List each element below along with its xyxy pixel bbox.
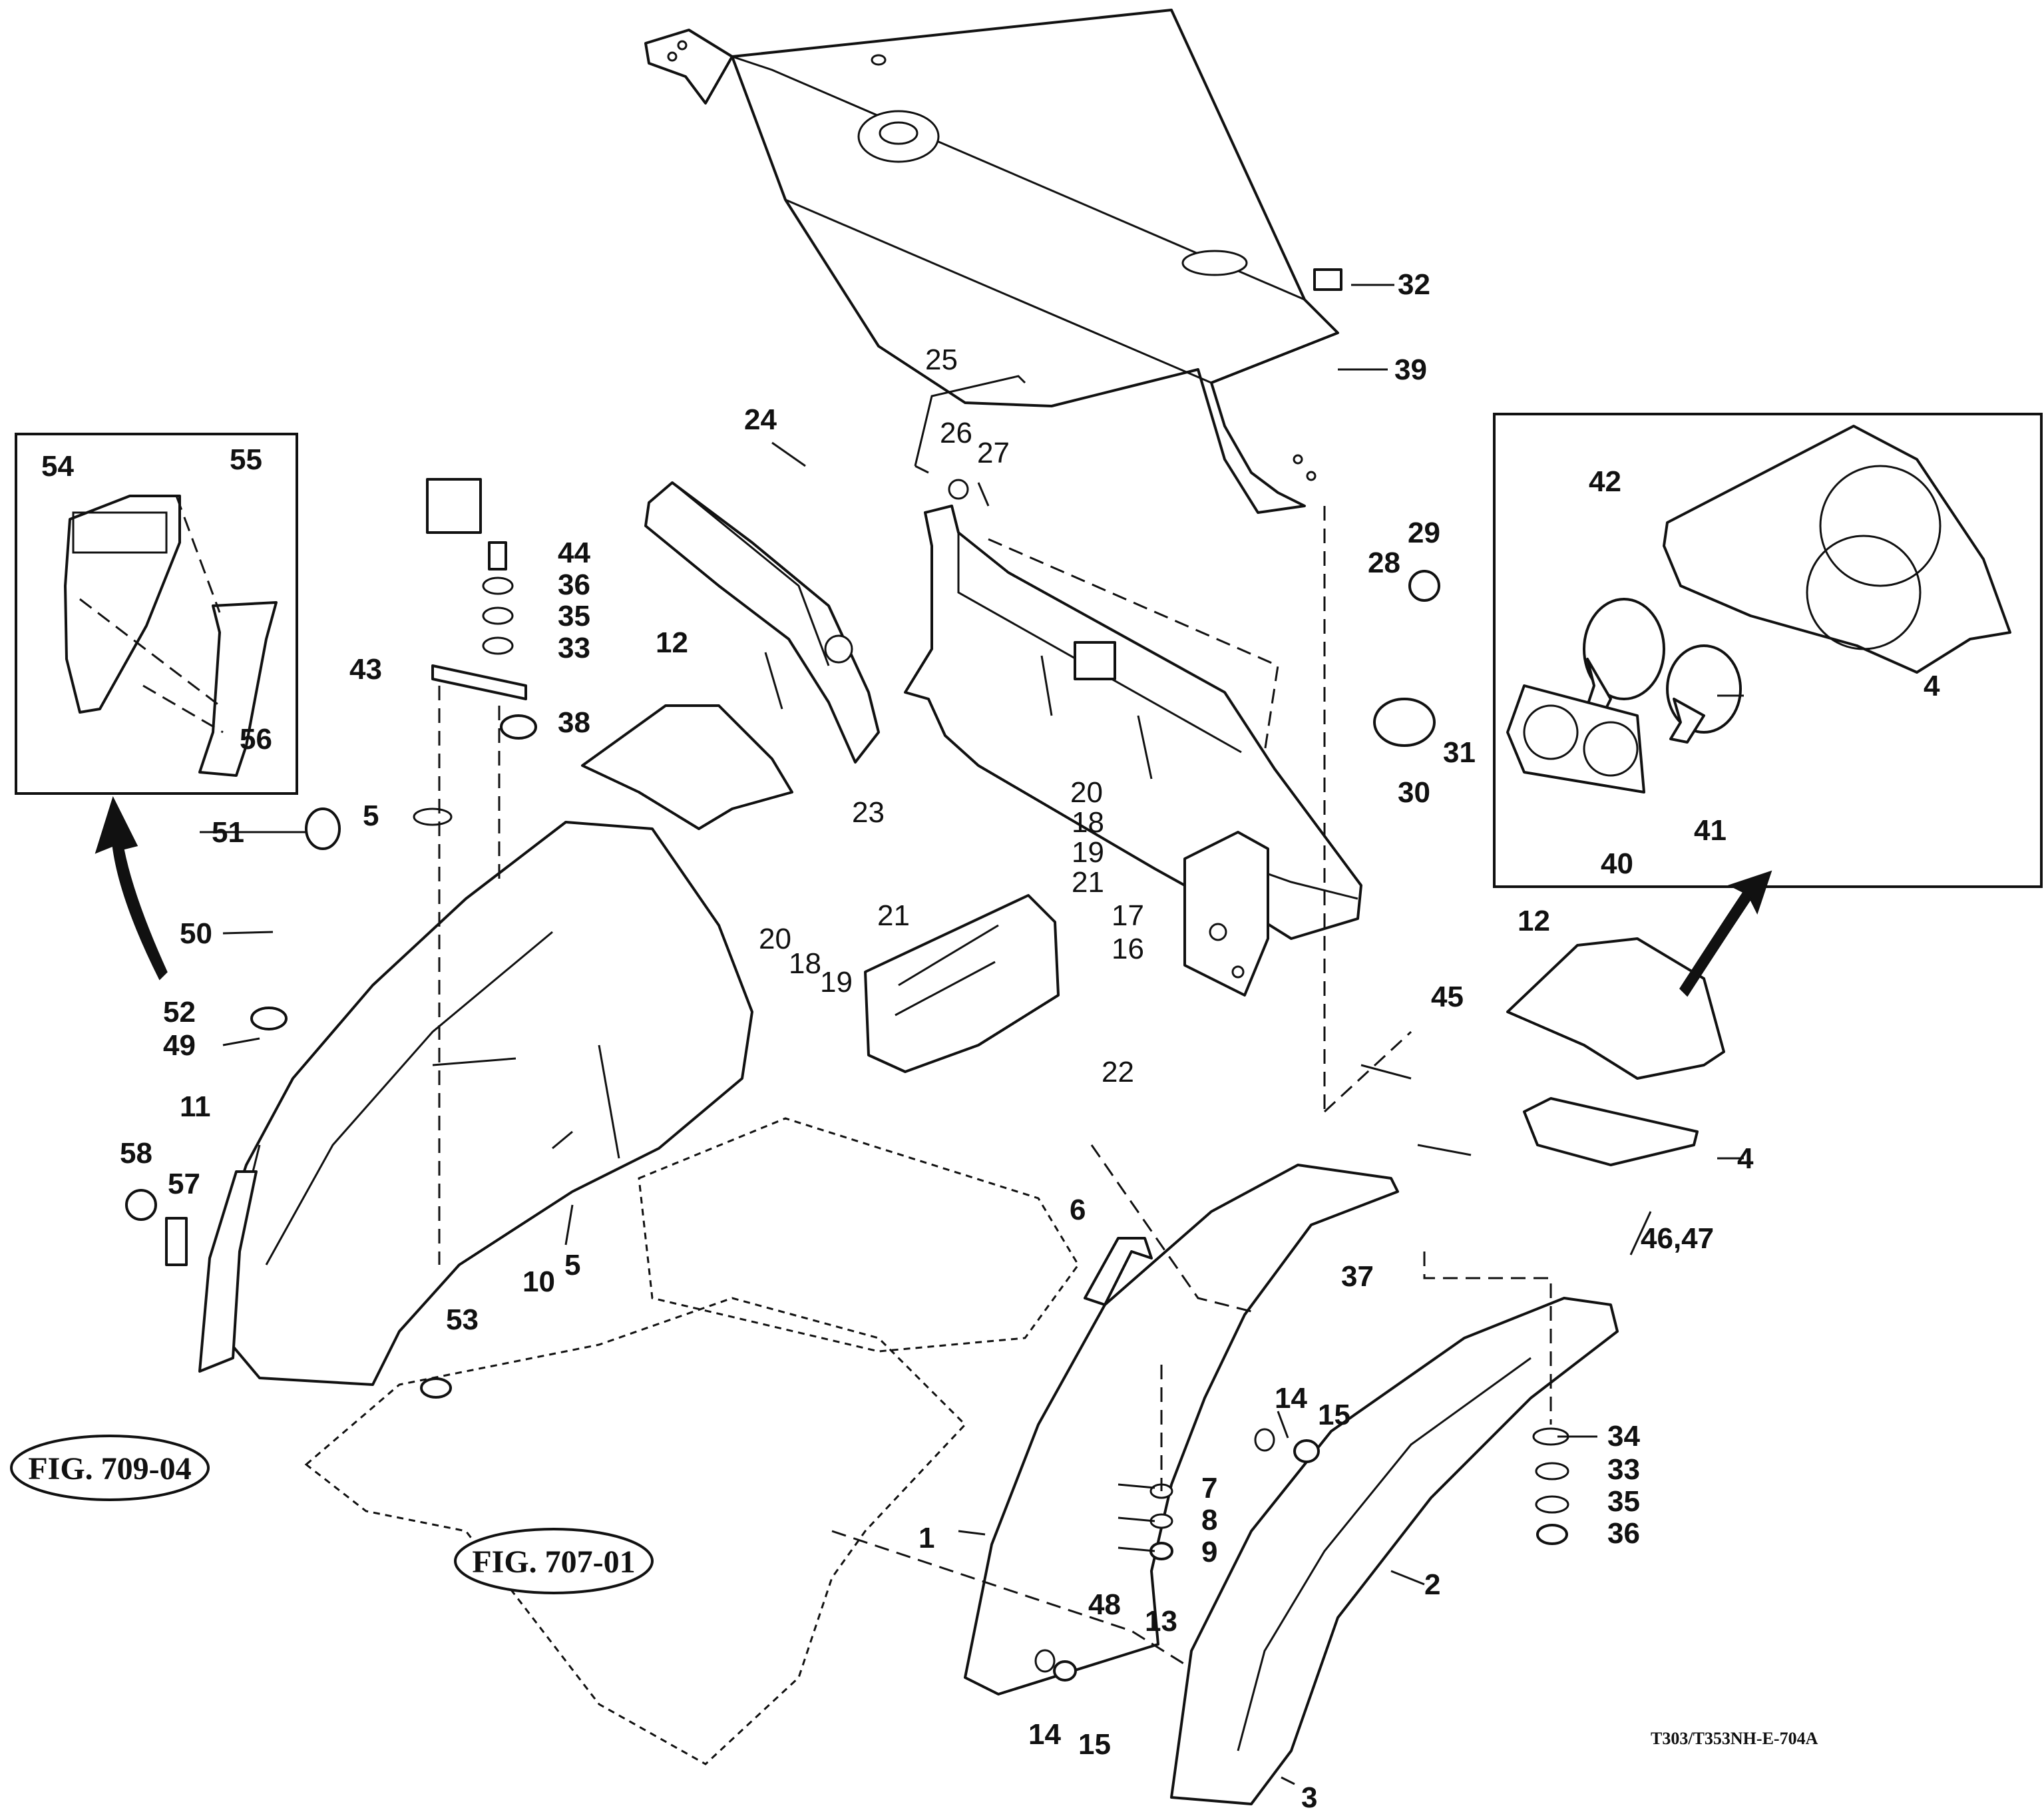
- callout-35a: 35: [558, 600, 590, 632]
- callout-36a: 36: [558, 569, 590, 601]
- callout-7: 7: [1201, 1472, 1217, 1504]
- leader-lines: [200, 284, 1744, 1785]
- callout-18b: 18: [789, 947, 821, 980]
- callout-20b: 20: [759, 923, 791, 955]
- callout-42: 42: [1589, 465, 1621, 498]
- lamp-unit-41: [1666, 644, 1742, 744]
- callout-1: 1: [919, 1522, 934, 1554]
- callout-56: 56: [240, 723, 272, 756]
- callout-15a: 15: [1318, 1399, 1350, 1431]
- callout-2: 2: [1424, 1568, 1440, 1601]
- left-fender: [198, 821, 753, 1386]
- callout-8: 8: [1201, 1504, 1217, 1536]
- callout-27: 27: [977, 437, 1010, 469]
- callout-54: 54: [41, 450, 74, 483]
- fig-709-label: FIG. 709-04: [28, 1451, 191, 1486]
- callout-4647: 46,47: [1641, 1222, 1714, 1255]
- callout-34: 34: [1607, 1420, 1640, 1453]
- callout-29: 29: [1408, 517, 1440, 549]
- callout-9: 9: [1201, 1536, 1217, 1568]
- callout-38: 38: [558, 706, 590, 739]
- callout-14a: 14: [1275, 1382, 1307, 1415]
- right-fender: [964, 1164, 1619, 1805]
- assembly-guides: [438, 506, 1552, 1666]
- callout-58: 58: [120, 1137, 152, 1170]
- callouts: 32 39 25 26 27 24 12 29 28 31 30 42 4 40…: [41, 268, 1940, 1814]
- callout-25: 25: [925, 343, 958, 376]
- callout-41: 41: [1694, 814, 1727, 847]
- callout-19b: 19: [820, 966, 853, 999]
- lamp-cover-right: [1506, 937, 1725, 1080]
- callout-45: 45: [1431, 981, 1464, 1013]
- callout-4b: 4: [1737, 1142, 1754, 1175]
- callout-21b: 21: [877, 899, 910, 932]
- callout-32: 32: [1398, 268, 1430, 301]
- fig-707-reference[interactable]: FIG. 707-01: [454, 1528, 654, 1594]
- floor-deck: [304, 1117, 1080, 1765]
- callout-35b: 35: [1607, 1485, 1640, 1518]
- callout-11: 11: [180, 1090, 211, 1123]
- callout-3: 3: [1301, 1781, 1317, 1814]
- callout-44: 44: [558, 537, 590, 569]
- lamp-gasket-40: [1506, 684, 1645, 794]
- callout-28: 28: [1368, 547, 1400, 579]
- callout-48: 48: [1088, 1588, 1121, 1621]
- callout-26: 26: [940, 417, 972, 449]
- callout-5a: 5: [363, 799, 379, 832]
- callout-52: 52: [163, 996, 196, 1028]
- callout-23: 23: [852, 796, 885, 829]
- fig-707-label: FIG. 707-01: [472, 1544, 635, 1580]
- callout-12a: 12: [656, 626, 688, 659]
- callout-24: 24: [744, 403, 777, 436]
- fig-709-reference[interactable]: FIG. 709-04: [10, 1435, 210, 1501]
- callout-36b: 36: [1607, 1517, 1640, 1550]
- rear-top-cover: [644, 9, 1339, 514]
- callout-17: 17: [1112, 899, 1144, 932]
- callout-14b: 14: [1028, 1718, 1061, 1751]
- lever-cover-assembly: [64, 495, 278, 777]
- lamp-detail-frame: [1493, 413, 2043, 888]
- callout-30: 30: [1398, 776, 1430, 809]
- callout-18a: 18: [1072, 806, 1104, 839]
- callout-5b: 5: [564, 1249, 580, 1281]
- callout-51: 51: [212, 816, 244, 849]
- arrow-to-lever-detail: [95, 796, 168, 981]
- callout-20a: 20: [1070, 776, 1103, 809]
- callout-33b: 33: [1607, 1453, 1640, 1486]
- handle-rod: [914, 375, 1026, 507]
- callout-31: 31: [1443, 736, 1476, 769]
- callout-50: 50: [180, 917, 212, 950]
- callout-53: 53: [446, 1303, 479, 1336]
- callout-55: 55: [230, 443, 262, 476]
- callout-10: 10: [522, 1265, 555, 1298]
- callout-12b: 12: [1518, 905, 1550, 937]
- lever-detail-frame: [15, 433, 298, 795]
- lamp-cover-bracket: [1523, 1097, 1699, 1166]
- callout-22: 22: [1102, 1056, 1134, 1088]
- lamp-housing: [1506, 425, 2011, 794]
- callout-16: 16: [1112, 933, 1144, 965]
- rear-light-frame: [644, 481, 1362, 997]
- callout-15b: 15: [1078, 1728, 1111, 1761]
- callout-40: 40: [1601, 847, 1633, 880]
- callout-49: 49: [163, 1029, 196, 1062]
- arrow-to-lamp-detail: [1679, 870, 1772, 997]
- callout-6: 6: [1070, 1194, 1086, 1226]
- callout-33a: 33: [558, 632, 590, 664]
- callout-21a: 21: [1072, 866, 1104, 899]
- callout-43: 43: [349, 653, 382, 686]
- switch-bracket: [864, 894, 1060, 1073]
- callout-19a: 19: [1072, 836, 1104, 869]
- callout-4a: 4: [1924, 670, 1940, 702]
- drawing-code: T303/T353NH-E-704A: [1651, 1729, 1818, 1748]
- callout-13: 13: [1145, 1605, 1177, 1638]
- callout-37: 37: [1341, 1260, 1374, 1293]
- callout-57: 57: [168, 1168, 200, 1200]
- callout-39: 39: [1394, 353, 1427, 386]
- lamp-cover-left: [581, 704, 793, 830]
